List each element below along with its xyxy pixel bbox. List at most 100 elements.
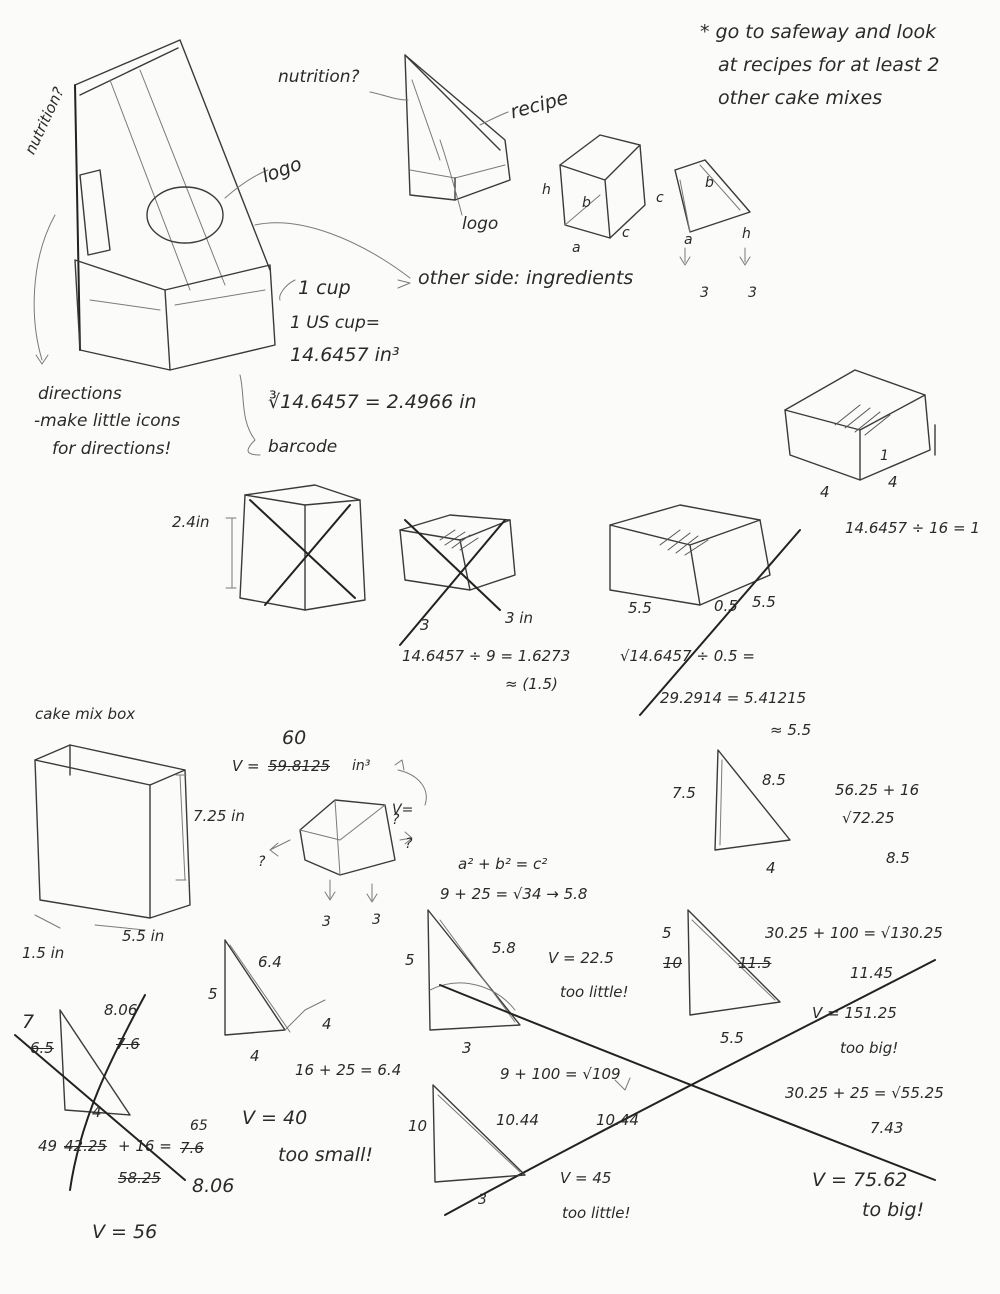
- triangle-sketch-58: [427, 909, 521, 1031]
- tri1-top-label: 7.5: [672, 784, 696, 802]
- logo-small-label: logo: [462, 214, 499, 234]
- volume-151-label: V = 151.25: [812, 1004, 897, 1022]
- dim-05-label: 0.5: [714, 597, 738, 615]
- tri3-3-label: 3: [462, 1039, 472, 1057]
- directions-label-2: -make little icons: [34, 411, 181, 431]
- cube-root-label: ∛14.6457 = 2.4966 in: [268, 391, 477, 413]
- tri1-base-label: 4: [766, 859, 776, 877]
- arrow-3a-label: 3: [322, 914, 331, 930]
- tri-b-label: b: [705, 175, 714, 191]
- volume-v-label: V =: [232, 757, 260, 775]
- tri4-5-label: 5: [662, 924, 672, 942]
- triangle-sketch-7: [14, 994, 186, 1191]
- prism-sketch-middle: [269, 799, 413, 903]
- tri5-7-label: 7: [22, 1011, 35, 1033]
- tri4-55-label: 5.5: [720, 1029, 744, 1047]
- dim-3in-label: 3 in: [505, 609, 533, 627]
- volume-unit-label: in³: [352, 758, 371, 774]
- calc-05-result-label: 29.2914 = 5.41215: [660, 689, 807, 707]
- tri5-65-label: 6.5: [30, 1039, 54, 1057]
- volume-45-label: V = 45: [560, 1169, 612, 1187]
- box-depth-label: 1.5 in: [22, 944, 65, 962]
- pythagoras-calc-label: 9 + 25 = √34 → 5.8: [440, 885, 588, 903]
- question-2: ?: [405, 836, 413, 852]
- dim-3-label: 3: [420, 616, 430, 634]
- tri5-76-label: 7.6: [116, 1035, 140, 1053]
- triangle-sketch-1044: [432, 1084, 526, 1183]
- us-cup-label: 1 US cup=: [290, 313, 381, 333]
- calc-16-label: 14.6457 ÷ 16 = 1: [845, 519, 980, 537]
- calc-743-label: 7.43: [870, 1119, 904, 1137]
- calc-4225-label: 42.25: [64, 1137, 107, 1155]
- todo-line-2: at recipes for at least 2: [718, 54, 940, 76]
- volume-7562-label: V = 75.62: [812, 1169, 908, 1191]
- triangle-sketch-10: [687, 909, 781, 1016]
- dim-55a-label: 5.5: [628, 599, 652, 617]
- tri-a-label: a: [684, 232, 693, 248]
- box-height-label: 7.25 in: [193, 807, 245, 825]
- tri4-10-label: 10: [663, 954, 683, 972]
- calc-109-label: 9 + 100 = √109: [500, 1065, 621, 1083]
- calc-5825-label: 58.25: [118, 1169, 161, 1187]
- arrow-3b-label: 3: [372, 912, 381, 928]
- tri2-4b-label: 4: [322, 1015, 332, 1033]
- v-question-label: V=: [392, 802, 414, 818]
- box-sketch-crossed-2: [399, 514, 516, 646]
- triangle-sketch-top: [674, 159, 751, 266]
- too-big-2-label: to big!: [862, 1199, 925, 1221]
- too-small-label: too small!: [278, 1144, 373, 1166]
- cup-volume-label: 14.6457 in³: [290, 344, 400, 366]
- calc-1145-label: 11.45: [850, 964, 893, 982]
- calc-76-label: 7.6: [180, 1139, 204, 1157]
- tri-3a-label: 3: [700, 285, 709, 301]
- cake-mix-box-sketch: [34, 744, 191, 931]
- dim-55b-label: 5.5: [752, 593, 776, 611]
- cup-label: 1 cup: [298, 277, 351, 299]
- calc-9-approx-label: ≈ (1.5): [505, 675, 558, 693]
- question-1: ?: [258, 854, 266, 870]
- tri5-806a-label: 8.06: [104, 1001, 138, 1019]
- prism-a-label: a: [572, 240, 581, 256]
- directions-label-3: for directions!: [52, 439, 172, 459]
- tri3-58-label: 5.8: [492, 939, 516, 957]
- tri5-4-label: 4: [92, 1103, 102, 1121]
- too-little-2-label: too little!: [562, 1204, 631, 1222]
- calc-64-label: 16 + 25 = 6.4: [295, 1061, 402, 1079]
- box-sketch-crossed-1: [225, 484, 366, 611]
- calc-5625b-label: √72.25: [842, 809, 895, 827]
- calc-16b-label: + 16 =: [118, 1137, 172, 1155]
- package-sketch-small: [369, 54, 511, 216]
- todo-line-3: other cake mixes: [718, 87, 883, 109]
- nutrition-label: nutrition?: [278, 67, 360, 87]
- too-big-1-label: too big!: [840, 1039, 899, 1057]
- tri-h-label: h: [742, 226, 751, 242]
- tri6-1044b-label: 10.44: [596, 1111, 639, 1129]
- dim-4b-label: 4: [888, 473, 898, 491]
- volume-60-label: 60: [282, 727, 307, 749]
- dim-4a-label: 4: [820, 483, 830, 501]
- box-width-label: 5.5 in: [122, 927, 165, 945]
- calc-05-approx-label: ≈ 5.5: [770, 721, 812, 739]
- barcode-label: barcode: [268, 437, 338, 457]
- question-3: ?: [392, 812, 400, 828]
- tri3-5-label: 5: [405, 951, 415, 969]
- tri2-64-label: 6.4: [258, 953, 282, 971]
- other-side-label: other side: ingredients: [418, 267, 634, 289]
- tri6-10-label: 10: [408, 1117, 428, 1135]
- tri2-5-label: 5: [208, 985, 218, 1003]
- calc-5625a-label: 56.25 + 16: [835, 781, 920, 799]
- too-little-1-label: too little!: [560, 983, 629, 1001]
- calc-3025-label: 30.25 + 100 = √130.25: [765, 924, 943, 942]
- dim-1-label: 1: [880, 448, 889, 464]
- package-sketch-large: [33, 39, 411, 456]
- calc-3025b-label: 30.25 + 25 = √55.25: [785, 1084, 944, 1102]
- prism-h-label: h: [542, 182, 551, 198]
- tri2-4a-label: 4: [250, 1047, 260, 1065]
- box-sketch-crossed-3: [609, 504, 801, 716]
- calc-806-label: 8.06: [192, 1175, 235, 1197]
- tri1-hyp-label: 8.5: [762, 771, 786, 789]
- dim-24-label: 2.4in: [172, 513, 210, 531]
- triangle-sketch-75: [714, 749, 791, 851]
